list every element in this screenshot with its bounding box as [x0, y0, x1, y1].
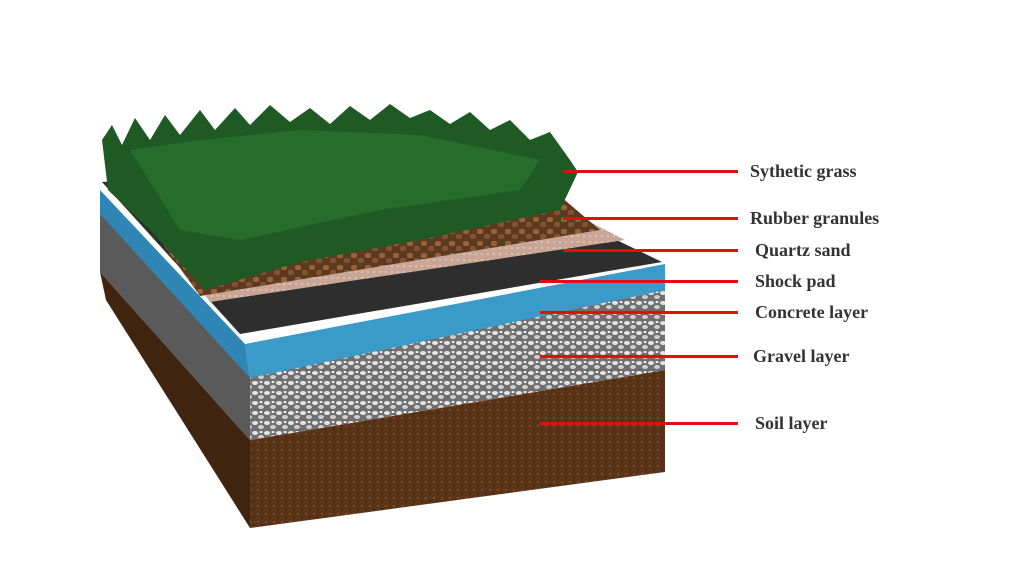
pointer-line: [563, 249, 738, 252]
layer-label: Quartz sand: [755, 240, 851, 260]
soil-layer-block: [100, 272, 665, 528]
layer-label: Soil layer: [755, 413, 828, 433]
layer-label: Concrete layer: [755, 302, 869, 322]
layer-label: Rubber granules: [750, 208, 880, 228]
pointer-line: [563, 170, 738, 173]
layer-label: Sythetic grass: [750, 161, 857, 181]
pointer-line: [540, 355, 738, 358]
pointer-line: [540, 422, 738, 425]
layer-label: Gravel layer: [753, 346, 850, 366]
pointer-line: [563, 217, 738, 220]
synthetic-grass-block: [102, 104, 578, 290]
layer-label: Shock pad: [755, 271, 836, 291]
pointer-line: [540, 311, 738, 314]
pointer-line: [540, 280, 738, 283]
concrete-layer-block: [100, 190, 665, 378]
gravel-layer-block: [100, 212, 665, 440]
